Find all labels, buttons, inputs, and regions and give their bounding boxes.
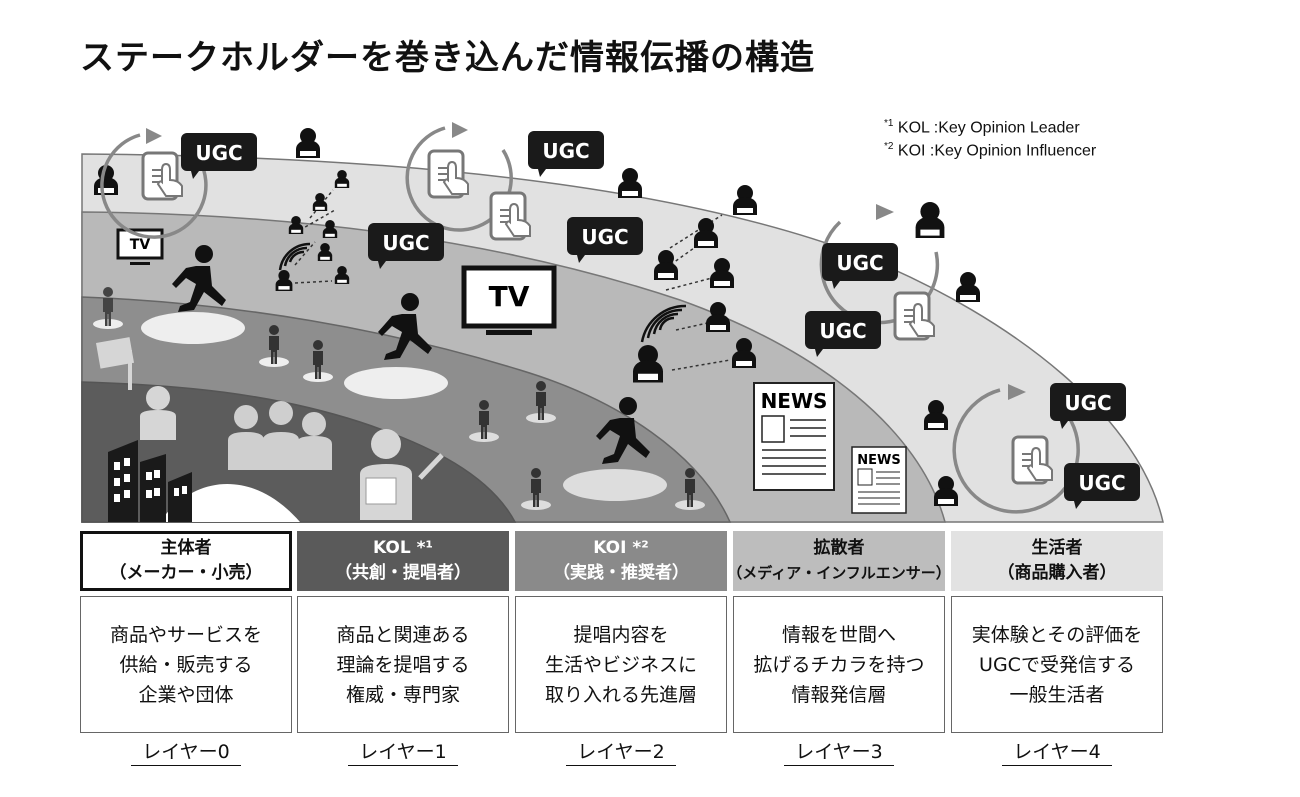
ugc-label: UGC [1078,471,1125,495]
description-layer-1: 商品と関連ある 理論を提唱する 権威・専門家 [297,596,509,733]
description-layer-2: 提唱内容を 生活やビジネスに 取り入れる先進層 [515,596,727,733]
audience-icon [228,401,332,470]
ugc-bubble: UGC [805,311,881,357]
header-sub: （メディア・インフルエンサー） [727,564,951,582]
tablet-icon [489,191,532,241]
description-line: 提唱内容を [573,623,669,646]
description-line: 企業や団体 [138,683,234,706]
description-line: 情報を世間へ [781,623,896,646]
header-role: 生活者 [1031,538,1083,558]
footnote-mark: *1 [884,118,894,129]
ugc-label: UGC [836,251,883,275]
newspaper-icon: NEWS [851,446,907,514]
header-layer-1: KOL *¹ （共創・提唱者） [297,531,509,591]
tablet-icon [1011,435,1054,485]
tv-large-icon: TV [461,265,557,335]
header-role: KOL *¹ [373,538,433,558]
description-line: UGCで受発信する [979,653,1135,676]
header-sub: （実践・推奨者） [553,563,689,583]
ugc-bubble: UGC [528,131,604,177]
newspaper-icon: NEWS [753,382,835,491]
header-sub: （商品購入者） [997,563,1117,583]
flag-person-icon [96,337,176,440]
ugc-label: UGC [195,141,242,165]
header-layer-0: 主体者 （メーカー・小売） [80,531,292,591]
ugc-bubble: UGC [822,243,898,289]
description-line: 供給・販売する [119,653,253,676]
news-label: NEWS [761,389,828,413]
header-role: 主体者 [160,538,212,558]
ugc-bubble: UGC [181,133,257,179]
description-line: 生活やビジネスに [544,653,697,676]
layer-label-4: レイヤー4 [1002,741,1112,766]
page-title: ステークホルダーを巻き込んだ情報伝播の構造 [80,38,815,78]
tablet-icon [141,151,184,201]
ugc-label: UGC [581,225,628,249]
ugc-bubble: UGC [1050,383,1126,429]
tv-label: TV [130,237,151,253]
layer-label-1: レイヤー1 [348,741,458,766]
layer-label-0: レイヤー0 [131,741,241,766]
footnote-mark: *2 [884,141,894,152]
person-icon [618,168,642,198]
building-icon [108,440,192,522]
person-icon [296,128,320,158]
layer-label-2: レイヤー2 [566,741,676,766]
band-layer-0 [160,483,300,522]
teacher-icon [360,429,444,520]
layer-label-3: レイヤー3 [784,741,894,766]
description-line: 理論を提唱する [336,653,470,676]
header-layer-4: 生活者 （商品購入者） [951,531,1163,591]
tablet-icon [893,291,936,341]
tv-label: TV [489,280,530,313]
description-layer-4: 実体験とその評価を UGCで受発信する 一般生活者 [951,596,1163,733]
ugc-bubble: UGC [368,223,444,269]
ugc-label: UGC [382,231,429,255]
footnote-text: KOL :Key Opinion Leader [897,119,1080,137]
tv-small-icon: TV [116,228,164,265]
footnote-kol: *1 KOL :Key Opinion Leader [884,118,1080,137]
header-layer-2: KOI *² （実践・推奨者） [515,531,727,591]
person-icon [956,272,980,302]
ugc-bubble: UGC [567,217,643,263]
ugc-label: UGC [1064,391,1111,415]
person-icon [733,185,757,215]
description-line: 商品やサービスを [109,623,262,646]
header-sub: （メーカー・小売） [109,563,263,583]
person-icon [915,202,945,238]
tablet-icon [427,149,470,199]
news-label: NEWS [857,453,900,468]
ugc-bubble: UGC [1064,463,1140,509]
description-layer-0: 商品やサービスを 供給・販売する 企業や団体 [80,596,292,733]
footnote-koi: *2 KOI :Key Opinion Influencer [884,141,1096,160]
header-role: 拡散者 [813,538,865,558]
footnote-text: KOI :Key Opinion Influencer [897,142,1097,160]
description-line: 実体験とその評価を [971,623,1143,646]
description-line: 情報発信層 [791,683,887,706]
diffusion-arrows [294,189,731,371]
broadcast-waves-icon [278,242,687,343]
header-role: KOI *² [593,538,649,558]
ugc-label: UGC [819,319,866,343]
description-layer-3: 情報を世間へ 拡げるチカラを持つ 情報発信層 [733,596,945,733]
description-line: 一般生活者 [1009,683,1105,706]
header-layer-3: 拡散者 （メディア・インフルエンサー） [727,531,951,591]
description-line: 拡げるチカラを持つ [753,653,925,676]
description-line: 取り入れる先進層 [544,683,697,706]
description-line: 権威・専門家 [345,683,460,706]
description-line: 商品と関連ある [336,623,470,646]
ugc-label: UGC [542,139,589,163]
header-sub: （共創・提唱者） [335,563,471,583]
